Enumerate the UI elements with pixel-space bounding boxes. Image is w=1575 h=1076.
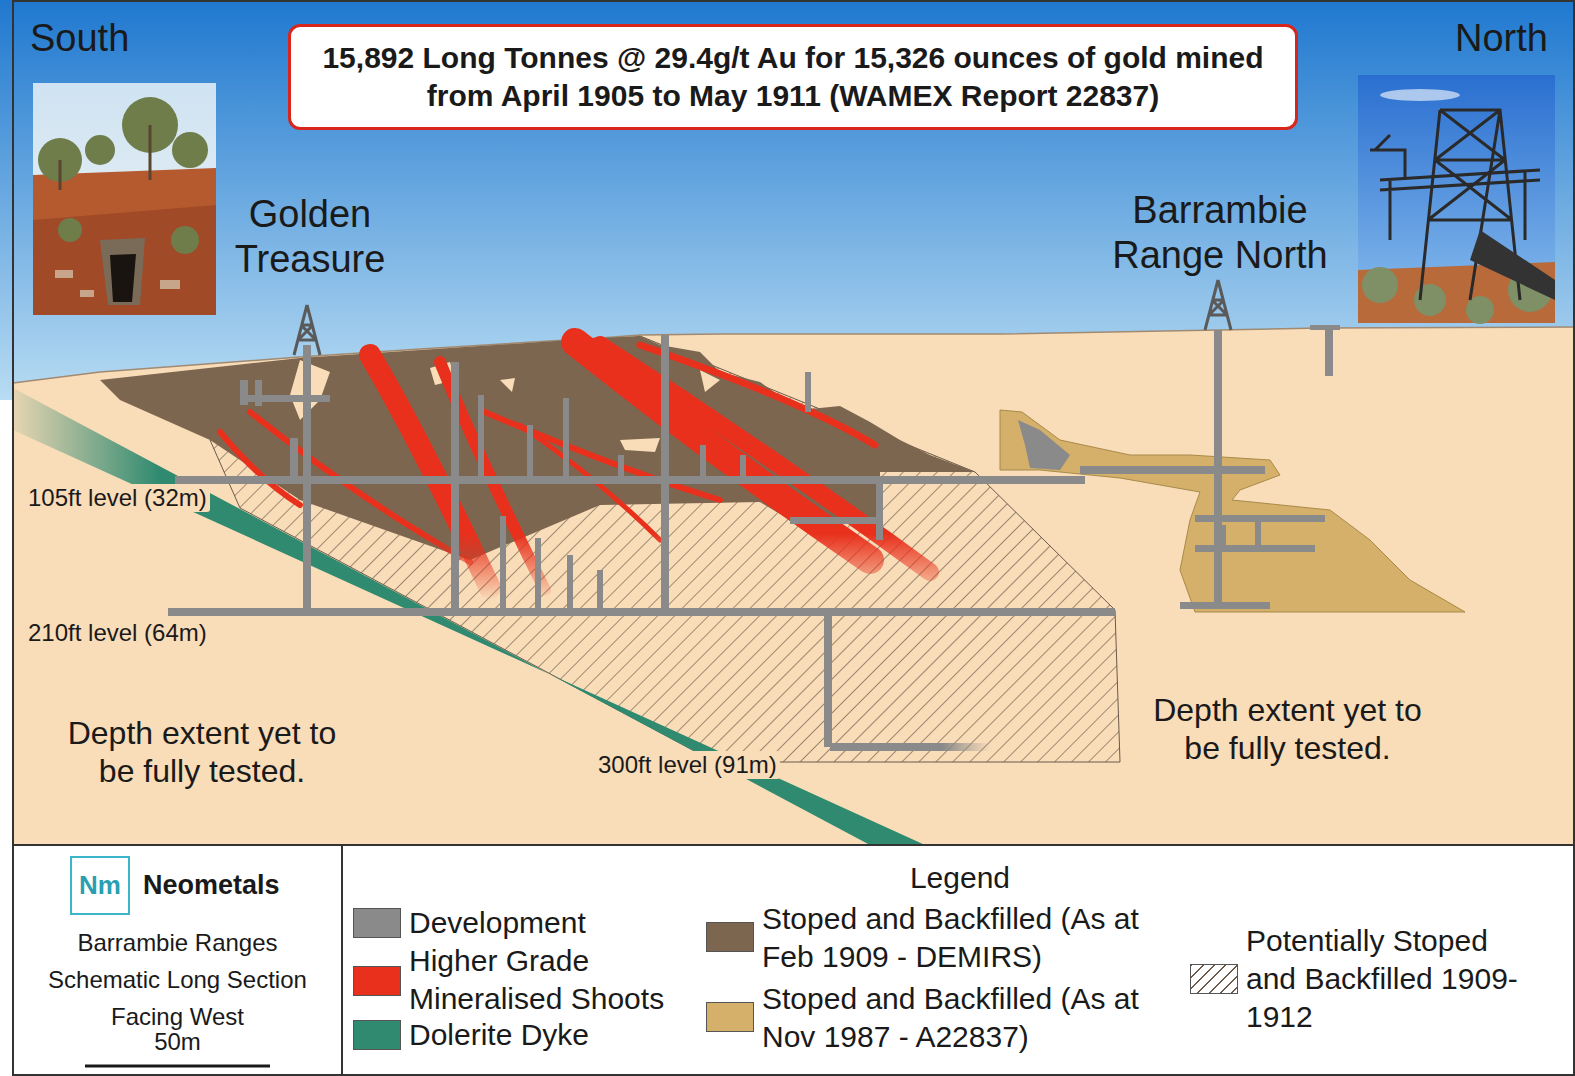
legend-entry: Higher Grade Mineralised Shoots xyxy=(353,942,704,1018)
level-label: 105ft level (32m) xyxy=(25,484,210,512)
direction-label: South xyxy=(30,16,129,61)
legend-swatch xyxy=(706,1002,754,1032)
logo-box: Nm xyxy=(70,856,130,915)
legend-text: Stoped and Backfilled (As at Feb 1909 - … xyxy=(762,900,1192,976)
diagram-subtitle: Barrambie Ranges Schematic Long Section … xyxy=(25,924,330,1036)
legend-entry: Stoped and Backfilled (As at Nov 1987 - … xyxy=(706,980,1192,1056)
level-label: 300ft level (91m) xyxy=(595,751,780,779)
legend-swatch xyxy=(353,908,401,938)
company-name: Neometals xyxy=(143,870,280,902)
legend-swatch xyxy=(706,922,754,952)
mine-name: Golden Treasure xyxy=(215,192,405,282)
box-text: 15,892 Long Tonnes @ 29.4g/t Au for 15,3… xyxy=(315,39,1271,115)
scale-label: 50m xyxy=(85,1028,270,1056)
legend-text: Potentially Stoped and Backfilled 1909-1… xyxy=(1246,922,1536,1036)
note: Depth extent yet to be fully tested. xyxy=(1145,692,1430,768)
level-label: 210ft level (64m) xyxy=(25,619,210,647)
note: Depth extent yet to be fully tested. xyxy=(62,715,342,791)
direction-label: North xyxy=(1455,16,1548,61)
box-text: Nm xyxy=(74,870,126,901)
mine-name: Barrambie Range North xyxy=(1095,188,1345,278)
legend-entry: Development xyxy=(353,904,709,942)
legend-entry: Potentially Stoped and Backfilled 1909-1… xyxy=(1190,922,1536,1036)
legend-entry: Stoped and Backfilled (As at Feb 1909 - … xyxy=(706,900,1192,976)
summary-box: 15,892 Long Tonnes @ 29.4g/t Au for 15,3… xyxy=(288,24,1298,130)
legend-heading: Legend xyxy=(880,860,1040,895)
legend-swatch xyxy=(353,1020,401,1050)
legend-text: Stoped and Backfilled (As at Nov 1987 - … xyxy=(762,980,1192,1056)
legend-text: Higher Grade Mineralised Shoots xyxy=(409,942,704,1018)
legend-swatch xyxy=(1190,964,1238,994)
legend-swatch xyxy=(353,966,401,996)
legend-text: Dolerite Dyke xyxy=(409,1016,709,1054)
legend-entry: Dolerite Dyke xyxy=(353,1016,709,1054)
legend-text: Development xyxy=(409,904,709,942)
